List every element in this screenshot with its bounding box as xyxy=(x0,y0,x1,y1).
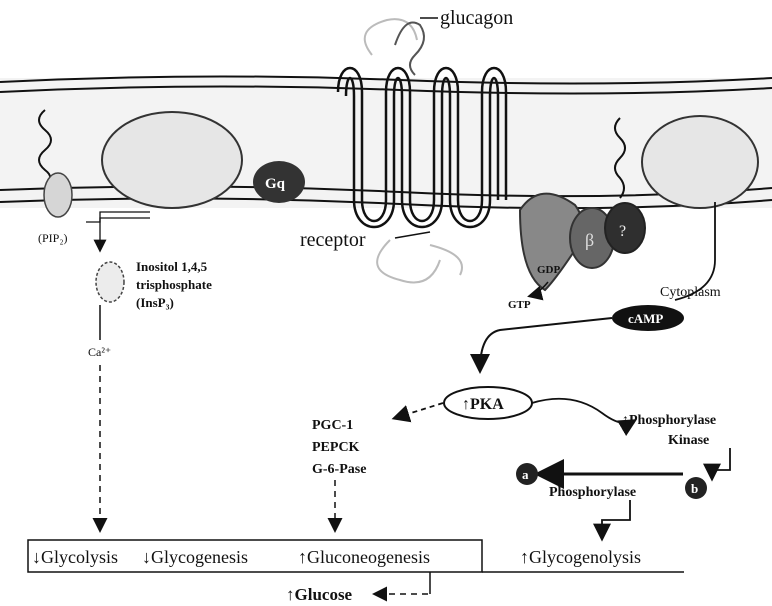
pip2-molecule xyxy=(44,173,72,217)
glycogenolysis-label: ↑Glycogenolysis xyxy=(520,547,641,567)
gluconeogenesis-label: ↑Gluconeogenesis xyxy=(298,547,430,567)
gtp-label: GTP xyxy=(508,299,531,311)
gq-label: Gq xyxy=(265,176,286,192)
phosphorylase-kinase-label-2: Kinase xyxy=(668,433,709,448)
glycogenesis-label: ↓Glycogenesis xyxy=(142,547,248,567)
a-badge-label: a xyxy=(522,467,529,482)
pepck-label: PEPCK xyxy=(312,440,360,455)
b-badge-label: b xyxy=(691,481,698,496)
glucagon-label: glucagon xyxy=(440,7,513,29)
calcium-label: Ca²⁺ xyxy=(88,345,111,359)
insp3-label-2: trisphosphate xyxy=(136,277,212,292)
glycolysis-label: ↓Glycolysis xyxy=(32,547,118,567)
phosphorylase-kinase-label-1: ↑Phosphorylase xyxy=(622,413,716,428)
pgc1-label: PGC-1 xyxy=(312,418,353,433)
cytoplasm-label: Cytoplasm xyxy=(660,285,721,300)
gdp-label: GDP xyxy=(537,264,561,276)
gamma-label: ? xyxy=(619,223,626,240)
pka-label: ↑PKA xyxy=(462,396,504,413)
glucose-label: ↑Glucose xyxy=(286,585,353,604)
camp-label: cAMP xyxy=(628,311,663,326)
insp3-label-3: (InsP₃) xyxy=(136,295,174,310)
receptor-label: receptor xyxy=(300,229,366,251)
g6pase-label: G-6-Pase xyxy=(312,462,366,477)
phospholipase-protein xyxy=(102,112,242,208)
pip2-label: (PIP₂) xyxy=(38,231,68,245)
insp3-molecule xyxy=(96,262,124,302)
phosphorylase-label: Phosphorylase xyxy=(549,485,636,500)
adenylyl-cyclase-protein xyxy=(642,116,758,208)
beta-label: β xyxy=(585,230,594,250)
insp3-label-1: Inositol 1,4,5 xyxy=(136,259,208,274)
